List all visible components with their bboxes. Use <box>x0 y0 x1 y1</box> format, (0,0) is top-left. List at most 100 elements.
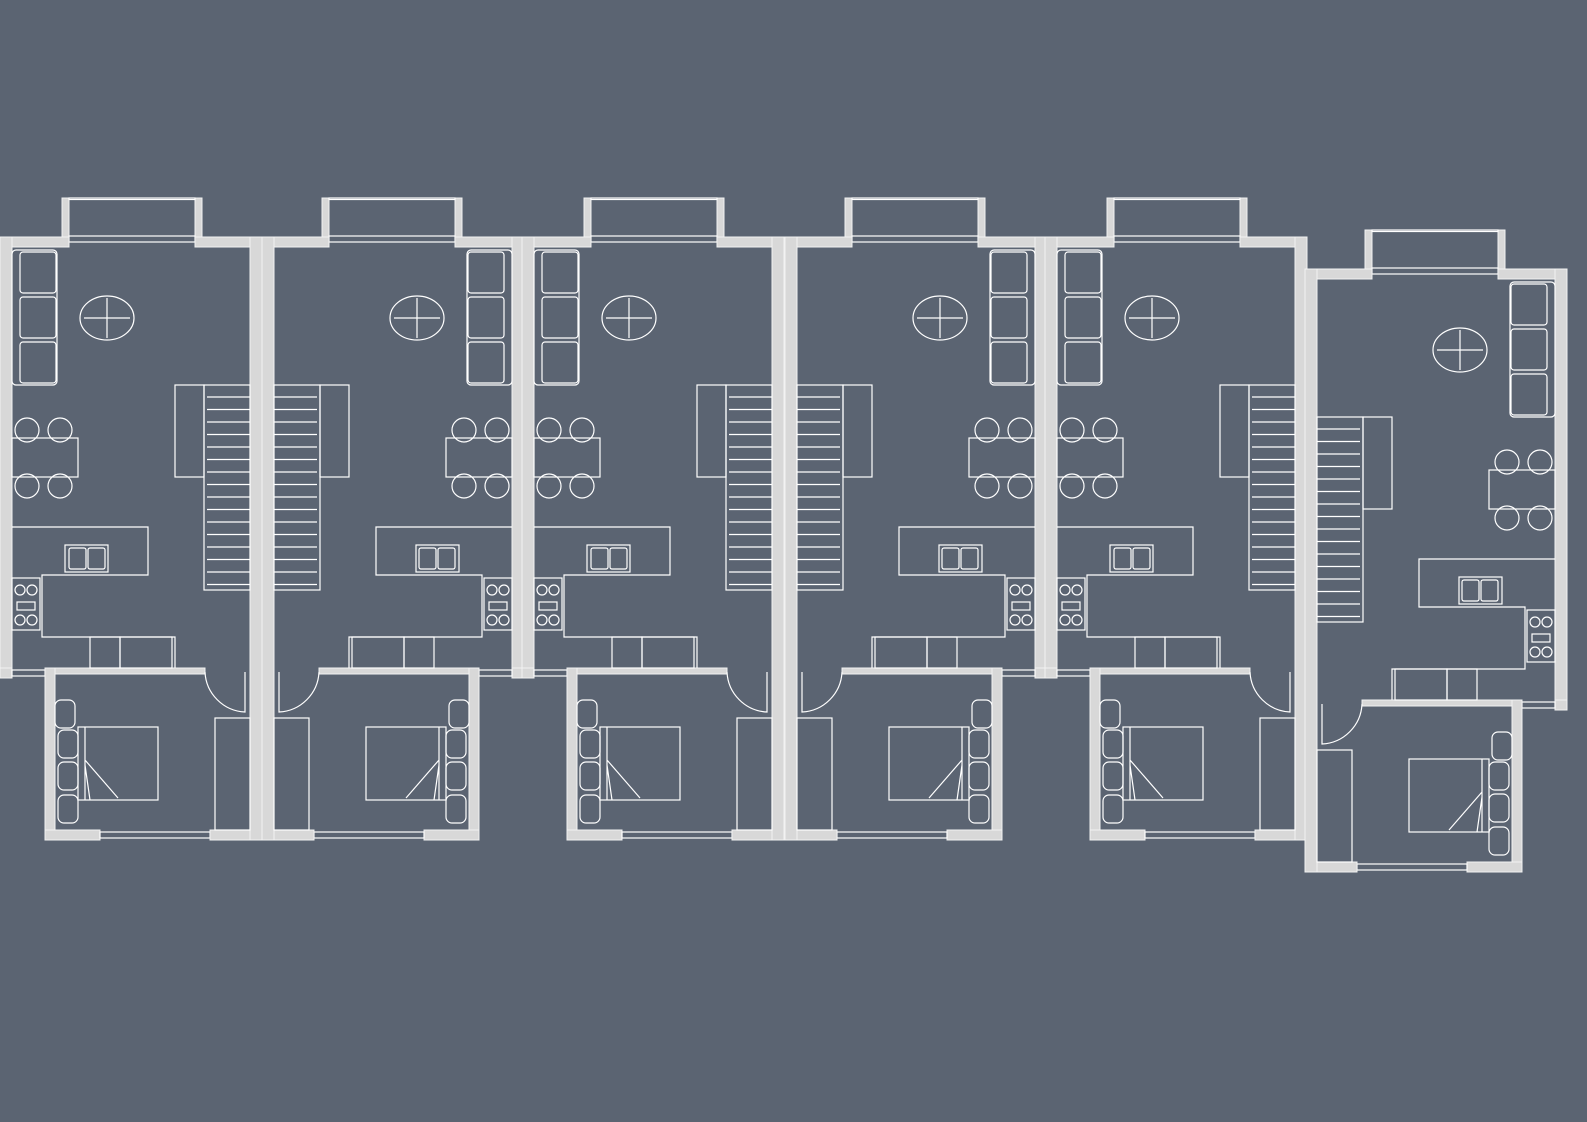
apartment-unit <box>261 197 525 841</box>
stove-burner <box>498 584 510 596</box>
window <box>328 235 456 243</box>
kitchen-counter <box>1391 558 1555 700</box>
dining-chair <box>1059 473 1085 499</box>
stair-storage <box>1219 384 1250 478</box>
nightstand-chair <box>576 699 598 729</box>
sofa-cushion <box>990 341 1028 384</box>
bedroom-bottom-wall <box>566 829 623 841</box>
bottom-wall <box>1554 699 1568 711</box>
round-table-cross <box>1437 330 1483 370</box>
bedroom-bottom-wall <box>1466 861 1523 873</box>
stove-burner <box>26 584 38 596</box>
sofa <box>989 249 1036 386</box>
nightstand-chair <box>968 761 990 791</box>
closet <box>736 717 773 831</box>
sofa <box>11 249 58 386</box>
side-wall <box>1554 268 1568 711</box>
sofa <box>533 249 580 386</box>
bed <box>365 726 447 801</box>
stove-burner <box>548 584 560 596</box>
sofa-cushion <box>467 251 505 294</box>
party-wall <box>771 236 785 841</box>
stove-burner <box>1021 584 1033 596</box>
sofa-cushion <box>1510 373 1548 416</box>
staircase <box>273 384 321 591</box>
bay-window <box>68 197 196 201</box>
bedroom-partition <box>54 667 206 675</box>
bedroom-bottom-wall <box>44 829 101 841</box>
nightstand-chair <box>968 794 990 824</box>
bedroom-window <box>836 831 948 839</box>
bedroom-wall <box>44 667 56 841</box>
dishwasher <box>641 636 695 669</box>
nightstand-chair <box>1488 761 1510 791</box>
apartment-unit <box>784 197 1048 841</box>
stove-control <box>1061 601 1081 611</box>
counter-cabinet <box>611 636 643 669</box>
dining-chair <box>14 417 40 443</box>
round-table <box>79 295 135 341</box>
sink-basin <box>590 547 609 570</box>
side-wall <box>521 236 535 679</box>
dining-chair <box>536 473 562 499</box>
nightstand-chair <box>445 729 467 759</box>
nightstand-chair <box>445 761 467 791</box>
stair-storage <box>696 384 727 478</box>
stove-burner <box>14 584 26 596</box>
apartment-unit <box>0 197 263 841</box>
bed <box>1408 758 1490 833</box>
nightstand-chair <box>57 729 79 759</box>
dining-table <box>533 437 601 478</box>
bay-window <box>851 197 979 201</box>
kitchen-counter <box>534 526 698 668</box>
counter-cabinet <box>1134 636 1166 669</box>
window-bay-wall <box>1106 197 1115 241</box>
nightstand-chair <box>971 699 993 729</box>
nightstand-chair <box>1488 793 1510 823</box>
bedroom-partition <box>318 667 470 675</box>
sofa-cushion <box>19 296 57 339</box>
stove <box>483 577 513 631</box>
bay-window <box>590 197 718 201</box>
window-bay-wall <box>1239 197 1248 241</box>
nightstand-chair <box>579 761 601 791</box>
staircase <box>725 384 773 591</box>
bedroom-partition <box>1099 667 1251 675</box>
apartment-unit <box>1044 197 1308 841</box>
dining-chair <box>1007 417 1033 443</box>
side-wall <box>1044 236 1058 679</box>
bedroom-bottom-wall <box>946 829 1003 841</box>
bedroom-bottom-wall <box>796 829 838 841</box>
nightstand-chair <box>54 699 76 729</box>
bedroom-bottom-wall <box>1254 829 1296 841</box>
dining-table <box>11 437 79 478</box>
stove <box>533 577 563 631</box>
sofa-cushion <box>19 251 57 294</box>
window-bay-wall <box>454 197 463 241</box>
closet <box>273 717 310 831</box>
counter-cabinet <box>403 636 435 669</box>
bed <box>1122 726 1204 801</box>
stove-burner <box>1021 614 1033 626</box>
sofa-cushion <box>1510 328 1548 371</box>
nightstand-chair <box>1491 731 1513 761</box>
bed-blanket <box>606 727 641 801</box>
stove-burner <box>1059 584 1071 596</box>
sofa-cushion <box>467 296 505 339</box>
bed-blanket <box>405 727 440 801</box>
kitchen-sink <box>415 544 460 573</box>
sofa-cushion <box>541 251 579 294</box>
sofa-cushion <box>990 251 1028 294</box>
stove-control <box>16 601 36 611</box>
stair-storage <box>174 384 205 478</box>
bed <box>888 726 970 801</box>
dining-chair <box>451 417 477 443</box>
door-swing <box>278 671 320 713</box>
sofa-cushion <box>19 341 57 384</box>
dining-chair <box>974 473 1000 499</box>
bottom-wall <box>521 667 535 679</box>
dining-chair <box>569 417 595 443</box>
bay-window <box>1113 197 1241 201</box>
dishwasher <box>1394 668 1448 701</box>
